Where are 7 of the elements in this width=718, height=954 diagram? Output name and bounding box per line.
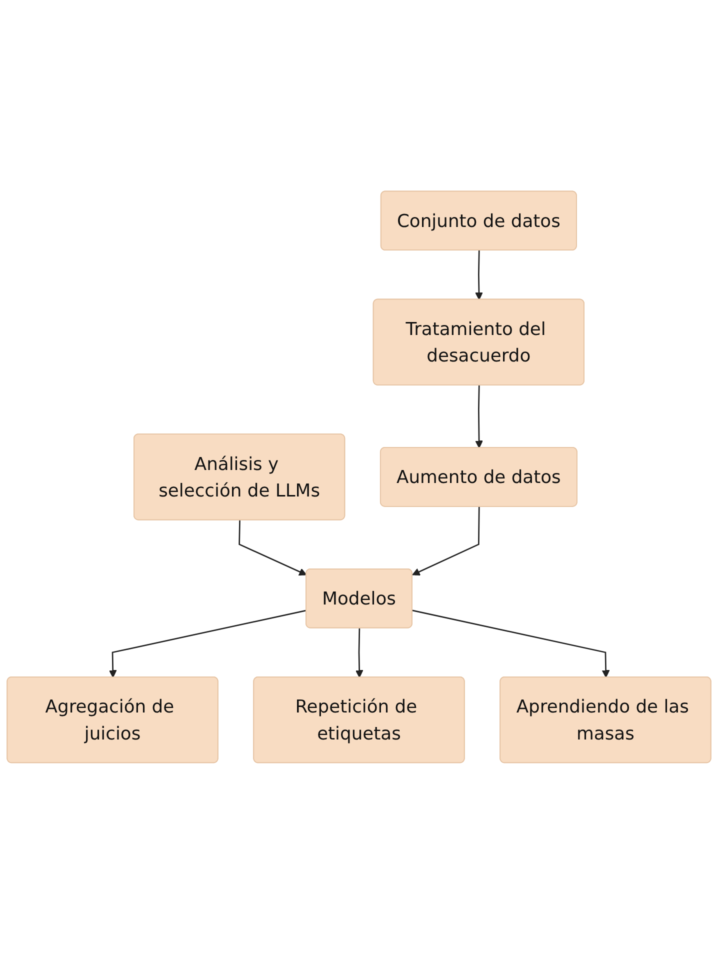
arrow (475, 385, 483, 448)
arrow (412, 506, 480, 576)
arrow (238, 520, 307, 576)
arrow (475, 250, 483, 300)
arrow (412, 610, 610, 678)
arrow (355, 628, 364, 678)
arrow (108, 610, 307, 678)
